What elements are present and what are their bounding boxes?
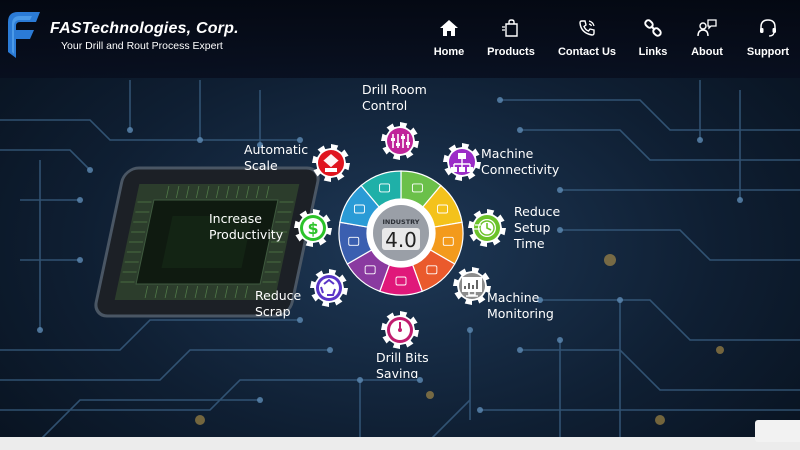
- feature-label-line: Automatic: [244, 142, 309, 157]
- wheel-segment: [360, 170, 402, 208]
- stopwatch-icon[interactable]: [467, 208, 507, 248]
- dollar-icon[interactable]: $: [293, 208, 333, 248]
- home-icon: [440, 20, 458, 36]
- gear-fill: [387, 128, 413, 154]
- nav-contact-us-label: Contact Us: [557, 46, 617, 58]
- feature-label-line: Drill Bits: [376, 350, 429, 365]
- wheel-center-value: 4.0: [385, 228, 417, 252]
- nav-about[interactable]: About: [689, 18, 725, 58]
- feature-label-line: Scale: [244, 158, 278, 173]
- wheel-segments: [338, 170, 464, 296]
- wheel-value-box: [382, 228, 420, 250]
- feature-label-line: Saving: [376, 366, 419, 378]
- nav-support[interactable]: Support: [745, 18, 791, 58]
- wheel-center-title: INDUSTRY: [382, 218, 419, 226]
- feature-label-line: Reduce: [255, 288, 302, 303]
- wheel-segment-icon: [411, 183, 423, 193]
- brand-tagline: Your Drill and Rout Process Expert: [61, 40, 223, 52]
- gauge-icon[interactable]: [380, 310, 420, 350]
- link-icon: [644, 19, 662, 37]
- wheel-segment-icon: [426, 265, 438, 275]
- recycle-icon[interactable]: [309, 268, 349, 308]
- nav-about-label: About: [691, 46, 723, 58]
- feature-label-line: Monitoring: [487, 306, 554, 321]
- feature-label-reduce-scrap[interactable]: Reduce Scrap: [255, 288, 301, 320]
- feature-label-line: Drill Room: [362, 82, 427, 97]
- page-bottom-strip: [0, 437, 800, 450]
- site-header: FASTechnologies, Corp. Your Drill and Ro…: [0, 0, 800, 78]
- nav-support-label: Support: [746, 46, 790, 58]
- brand-name[interactable]: FASTechnologies, Corp.: [50, 20, 239, 37]
- feature-label-line: Scrap: [255, 304, 291, 319]
- wheel-segment-icon: [437, 204, 449, 214]
- network-icon[interactable]: [442, 142, 482, 182]
- feature-label-line: Setup: [514, 220, 551, 235]
- feature-label-line: Machine: [481, 146, 534, 161]
- nav-home-label: Home: [433, 46, 465, 58]
- wheel-segment-icon: [348, 236, 360, 246]
- nav-home[interactable]: Home: [431, 18, 467, 58]
- wheel-segment-icon: [364, 265, 376, 275]
- nav-products[interactable]: Products: [486, 18, 536, 58]
- feature-label-automatic-scale[interactable]: Automatic Scale: [244, 142, 308, 174]
- feature-label-machine-monitoring[interactable]: Machine Monitoring: [487, 290, 554, 322]
- feature-label-line: Connectivity: [481, 162, 560, 177]
- wheel-segment-icon: [395, 276, 407, 286]
- feature-label-line: Time: [514, 236, 545, 251]
- feature-label-drill-room-control[interactable]: Drill Room Control: [362, 82, 427, 114]
- main-nav: Home Products Contact Us Links: [0, 0, 800, 78]
- feature-label-machine-connectivity[interactable]: Machine Connectivity: [481, 146, 559, 178]
- phone-icon: [579, 20, 595, 36]
- feature-label-drill-bits-saving[interactable]: Drill Bits Saving: [376, 350, 429, 378]
- feature-label-line: Machine: [487, 290, 540, 305]
- shopping-bag-icon: [502, 19, 518, 37]
- headset-icon: [760, 19, 776, 37]
- wheel-segment-icon: [379, 183, 391, 193]
- scale-icon[interactable]: [311, 143, 351, 183]
- feature-label-increase-productivity[interactable]: Increase Productivity: [209, 211, 283, 243]
- nav-contact-us[interactable]: Contact Us: [557, 18, 617, 58]
- wheel-segment-icon: [353, 204, 365, 214]
- nav-links[interactable]: Links: [637, 18, 669, 58]
- feature-label-line: Reduce: [514, 204, 561, 219]
- cpu-chip-image: [94, 166, 320, 318]
- feature-label-line: Productivity: [209, 227, 284, 242]
- monitor-chart-icon[interactable]: [452, 266, 492, 306]
- svg-text:$: $: [307, 219, 318, 238]
- feature-label-reduce-setup-time[interactable]: Reduce Setup Time: [514, 204, 560, 252]
- fas-logo-icon[interactable]: [2, 8, 42, 60]
- nav-links-label: Links: [638, 46, 668, 58]
- recaptcha-badge[interactable]: [755, 420, 800, 442]
- feature-label-line: Control: [362, 98, 408, 113]
- industry-wheel: INDUSTRY 4.0: [338, 170, 464, 296]
- nav-products-label: Products: [487, 46, 535, 58]
- about-chat-icon: [697, 19, 717, 37]
- control-sliders-icon[interactable]: [380, 121, 420, 161]
- wheel-segment-icon: [442, 236, 454, 246]
- feature-label-line: Increase: [209, 211, 262, 226]
